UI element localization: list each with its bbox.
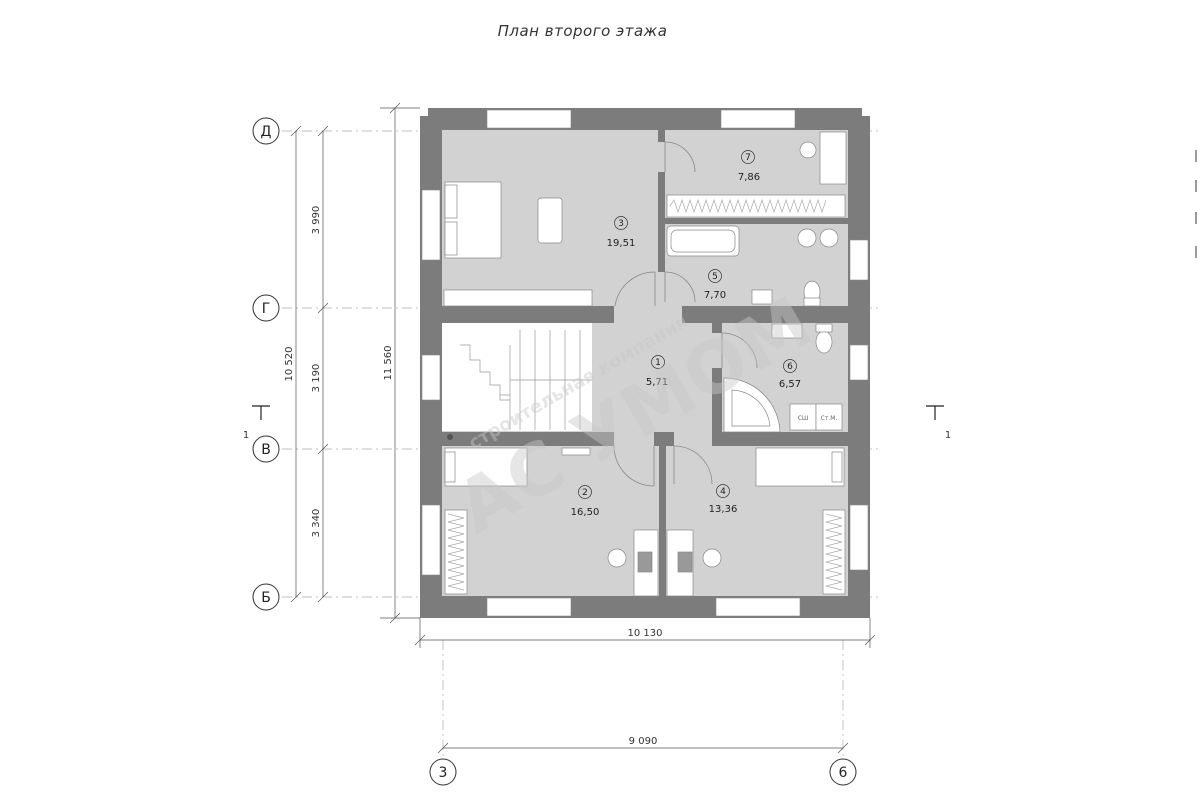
interior-walls	[442, 130, 848, 596]
window-left-1	[421, 189, 441, 261]
axis-label-3: 3	[439, 765, 448, 781]
room-2-area: 16,50	[571, 507, 600, 518]
staircase	[442, 323, 592, 440]
dim-axes-width: 9 090	[629, 736, 658, 747]
door-swings	[613, 141, 758, 487]
room-4-area: 13,36	[709, 504, 738, 515]
room-7-furniture	[666, 131, 847, 218]
tv-stand-2	[561, 447, 591, 456]
washer	[815, 403, 843, 431]
axis-bubble-d	[252, 117, 280, 145]
axis-bubble-6	[829, 758, 857, 786]
plan-title: План второго этажа	[497, 22, 668, 40]
axis-bubbles	[252, 117, 857, 786]
room-label-1: 1 5,71	[646, 355, 668, 388]
room-1-area: 5,71	[646, 377, 668, 388]
bed-2	[444, 447, 528, 487]
chair-2	[607, 548, 627, 568]
sink-cabinet	[751, 289, 773, 305]
vertical-dimensions	[290, 102, 420, 624]
chair-4	[702, 548, 722, 568]
room-6-furniture	[723, 323, 843, 433]
window-top-2	[720, 109, 796, 129]
room-7-area: 7,86	[738, 172, 760, 183]
section-mark-left: 1	[243, 430, 249, 441]
windows	[420, 108, 870, 617]
dim-axes-total: 10 520	[284, 347, 295, 382]
window-left-3	[421, 504, 441, 576]
wardrobe-3	[443, 289, 593, 307]
room-3-number: 3	[618, 219, 624, 229]
axis-bubble-g	[252, 294, 280, 322]
room-label-6: 6 6,57	[779, 359, 801, 390]
window-right-1	[849, 239, 869, 281]
section-marks	[252, 405, 944, 420]
room-label-4: 4 13,36	[709, 484, 738, 515]
washbasin	[797, 228, 817, 248]
axis-bubble-b	[252, 583, 280, 611]
washer-label: Ст.М.	[821, 415, 838, 422]
window-bottom-2	[715, 597, 801, 617]
room-6-number: 6	[787, 362, 793, 372]
bed-4	[755, 447, 845, 487]
room-5-number: 5	[712, 272, 718, 282]
axis-bubble-3	[429, 758, 457, 786]
room-5-furniture	[666, 225, 839, 307]
washbasin-6	[771, 323, 803, 339]
room-1-number: 1	[655, 358, 661, 368]
room-labels: 1 5,71 2 16,50 3 19,51 4 13,36 5 7,70 6 …	[571, 150, 801, 518]
window-left-2	[421, 354, 441, 401]
dim-overall-width: 10 130	[628, 628, 663, 639]
window-right-3	[849, 504, 869, 571]
room-label-5: 5 7,70	[704, 269, 726, 301]
axis-label-6: 6	[839, 765, 848, 781]
axis-label-b: Б	[261, 590, 271, 606]
horizontal-dimensions	[414, 618, 876, 754]
section-mark-right: 1	[945, 430, 951, 441]
room-5-area: 7,70	[704, 290, 726, 301]
room-2-furniture	[444, 447, 659, 597]
window-right-2	[849, 344, 869, 381]
room-3-area: 19,51	[607, 238, 636, 249]
dim-g-v: 3 190	[311, 364, 322, 393]
room-4-number: 4	[720, 487, 726, 497]
room-7-number: 7	[745, 153, 751, 163]
axis-bubble-v	[252, 435, 280, 463]
room-3-furniture	[443, 181, 593, 307]
bench	[537, 197, 563, 244]
room-label-3: 3 19,51	[607, 216, 636, 249]
room-4-furniture	[666, 447, 846, 597]
room-6-area: 6,57	[779, 379, 801, 390]
room-label-7: 7 7,86	[738, 150, 760, 183]
axis-label-v: В	[261, 442, 271, 458]
window-top-1	[486, 109, 572, 129]
room-2-number: 2	[582, 488, 588, 498]
room-label-2: 2 16,50	[571, 485, 600, 518]
dim-d-g: 3 990	[311, 206, 322, 235]
window-bottom-1	[486, 597, 572, 617]
dim-overall-height: 11 560	[383, 346, 394, 381]
axis-label-d: Д	[261, 124, 272, 140]
dim-v-b: 3 340	[311, 509, 322, 538]
axis-label-g: Г	[262, 301, 271, 317]
dryer-label: СШ	[798, 415, 809, 422]
